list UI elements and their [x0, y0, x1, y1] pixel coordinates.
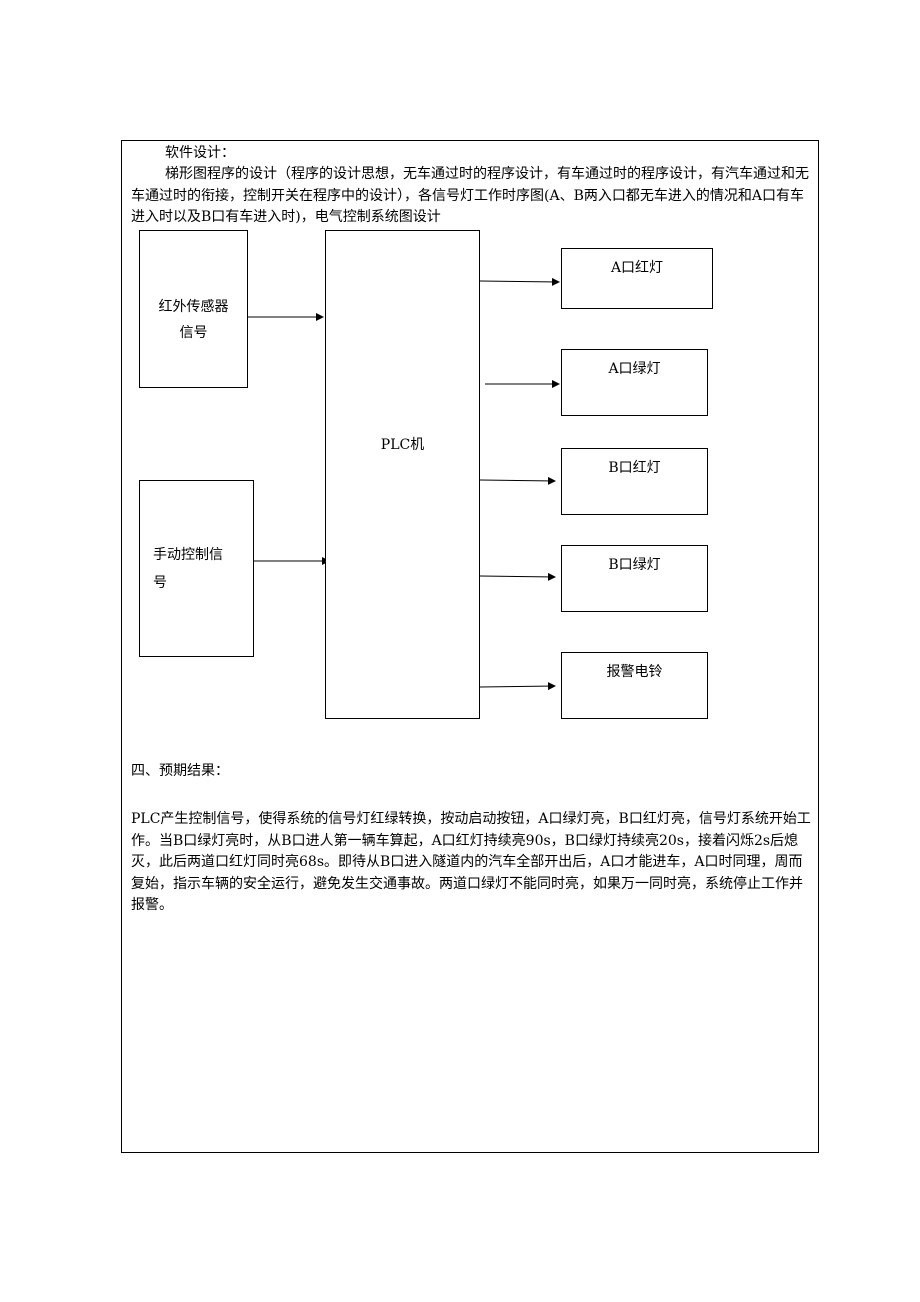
b-green-light-label: B口绿灯	[608, 557, 661, 573]
plc-box: PLC机	[325, 230, 480, 719]
manual-control-label-line2: 号	[153, 575, 167, 591]
arrow-plc-to-b-red	[479, 476, 556, 485]
document-frame	[121, 140, 819, 1153]
a-red-light-box: A口红灯	[561, 248, 713, 309]
manual-control-label-line1: 手动控制信	[153, 547, 223, 563]
manual-control-box: 手动控制信 号	[139, 480, 254, 657]
infrared-sensor-label-line1: 红外传感器	[158, 299, 229, 315]
infrared-sensor-label-line2: 信号	[179, 325, 208, 341]
infrared-sensor-box: 红外传感器 信号	[139, 230, 248, 388]
plc-label: PLC机	[380, 437, 425, 453]
b-red-light-label: B口红灯	[608, 460, 661, 476]
expected-results-paragraph: PLC产生控制信号，使得系统的信号灯红绿转换，按动启动按钮，A口绿灯亮，B口红灯…	[131, 811, 811, 913]
a-green-light-box: A口绿灯	[561, 349, 708, 416]
b-red-light-box: B口红灯	[561, 448, 708, 515]
alarm-bell-box: 报警电铃	[561, 652, 708, 719]
arrow-plc-to-b-green	[479, 572, 556, 581]
arrow-plc-to-a-red	[479, 277, 560, 286]
a-red-light-label: A口红灯	[610, 260, 664, 276]
a-green-light-label: A口绿灯	[608, 361, 661, 377]
software-design-paragraph: 梯形图程序的设计（程序的设计思想，无车通过时的程序设计，有车通过时的程序设计，有…	[131, 166, 809, 225]
software-design-heading: 软件设计：	[165, 145, 235, 161]
expected-results-heading: 四、预期结果：	[131, 763, 229, 779]
b-green-light-box: B口绿灯	[561, 545, 708, 612]
alarm-bell-label: 报警电铃	[606, 664, 663, 680]
arrow-plc-to-alarm	[479, 682, 556, 691]
